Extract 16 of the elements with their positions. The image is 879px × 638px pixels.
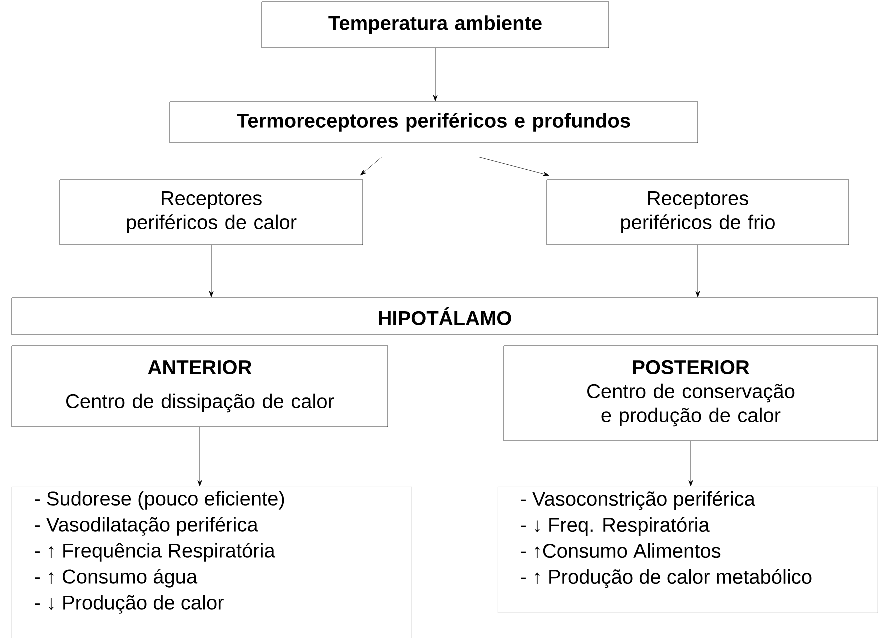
arrow	[433, 48, 438, 102]
process-box: Receptores periféricos de frio	[546, 180, 850, 246]
process-box: POSTERIOR Centro de conservação e produção de calor	[504, 346, 878, 442]
list-box: - Vasoconstrição periférica - ↓ Freq. Respiratória - ↑Consumo Alimentos - ↑ Produção de calor metabólico	[498, 487, 878, 614]
process-box: Receptores periféricos de calor	[60, 180, 364, 246]
list-box: - Sudorese (pouco eficiente) - Vasodilatação periférica - ↑ Frequência Respiratória - ↑ Consumo água - ↓ Produção de calor	[12, 487, 412, 638]
process-box: Temperatura ambiente	[262, 2, 610, 48]
arrow	[696, 245, 700, 298]
arrow	[688, 441, 694, 487]
process-box: ANTERIOR Centro de dissipação de calor	[12, 346, 388, 428]
process-box: Termoreceptores periféricos e profundos	[170, 102, 698, 144]
process-box: HIPOTÁLAMO	[12, 298, 878, 336]
arrow	[360, 157, 382, 176]
arrow	[209, 245, 214, 298]
arrow	[478, 157, 550, 176]
arrow	[198, 427, 202, 487]
